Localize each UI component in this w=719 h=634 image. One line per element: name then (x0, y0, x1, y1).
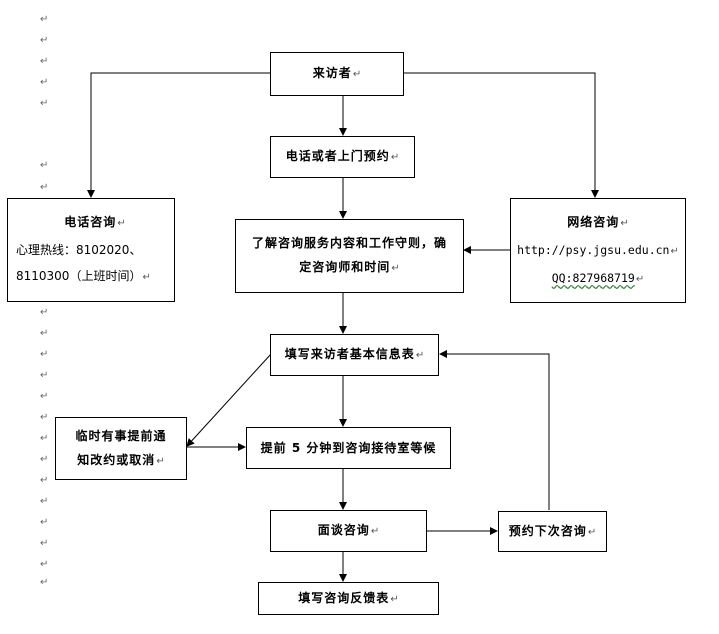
paragraph-mark: ↵ (40, 433, 49, 444)
connector-visitor-web (403, 72, 599, 198)
node-appointment-label: 电话或者上门预约 (285, 149, 390, 163)
node-web-consult: 网络咨询↵ http://psy.jgsu.edu.cn↵ QQ:8279687… (510, 198, 686, 303)
paragraph-mark: ↵ (390, 152, 400, 163)
paragraph-mark: ↵ (390, 593, 399, 605)
paragraph-mark: ↵ (415, 350, 425, 361)
paragraph-mark: ↵ (40, 577, 49, 588)
node-phone-title: 电话咨询 (64, 215, 117, 229)
node-web-qq: QQ:827968719 (551, 270, 635, 285)
node-wait-label: 提前 5 分钟到咨询接待室等候 (260, 441, 437, 455)
paragraph-mark: ↵ (156, 455, 165, 467)
connector-next-fill (439, 350, 550, 510)
paragraph-mark: ↵ (370, 526, 380, 537)
node-phone-consult: 电话咨询↵ 心理热线：8102020、 8110300（上班时间）↵ (7, 198, 175, 302)
paragraph-mark: ↵ (670, 245, 679, 257)
paragraph-mark: ↵ (40, 496, 49, 507)
node-appointment: 电话或者上门预约↵ (270, 136, 415, 178)
paragraph-mark: ↵ (635, 273, 645, 285)
paragraph-mark: ↵ (40, 98, 49, 109)
connector-visitor-phone (87, 72, 271, 198)
node-interview-label: 面谈咨询 (317, 523, 370, 537)
paragraph-mark: ↵ (40, 454, 49, 465)
paragraph-mark: ↵ (117, 218, 126, 229)
paragraph-mark: ↵ (40, 475, 49, 486)
node-wait: 提前 5 分钟到咨询接待室等候 (246, 427, 451, 469)
node-phone-hours: 8110300（上班时间） (16, 269, 142, 283)
node-fill-form: 填写来访者基本信息表↵ (270, 334, 439, 376)
paragraph-mark: ↵ (40, 328, 49, 339)
node-web-title: 网络咨询 (567, 214, 620, 229)
node-cancel: 临时有事提前通 知改约或取消↵ (55, 417, 187, 480)
connector-fill-cancel (186, 353, 272, 447)
paragraph-mark: ↵ (40, 559, 49, 570)
node-feedback-label: 填写咨询反馈表 (298, 590, 390, 605)
node-phone-hotline: 心理热线：8102020、 (16, 243, 142, 257)
node-visitor-label: 来访者 (312, 66, 352, 80)
paragraph-mark: ↵ (620, 217, 629, 229)
node-feedback: 填写咨询反馈表↵ (258, 582, 439, 615)
paragraph-mark: ↵ (352, 69, 362, 80)
paragraph-mark: ↵ (391, 263, 400, 274)
paragraph-mark: ↵ (40, 412, 49, 423)
node-cancel-line2: 知改约或取消 (77, 452, 156, 467)
node-next-label: 预约下次咨询 (508, 523, 587, 538)
paragraph-mark: ↵ (40, 56, 49, 67)
paragraph-mark: ↵ (40, 538, 49, 549)
paragraph-mark: ↵ (40, 182, 49, 193)
paragraph-mark: ↵ (40, 160, 49, 171)
paragraph-mark: ↵ (40, 307, 49, 318)
paragraph-mark: ↵ (40, 77, 49, 88)
node-next-appointment: 预约下次咨询↵ (498, 511, 607, 552)
paragraph-mark: ↵ (40, 370, 49, 381)
node-interview: 面谈咨询↵ (270, 510, 427, 552)
paragraph-mark: ↵ (40, 349, 49, 360)
node-understand-line1: 了解咨询服务内容和工作守则，确 (251, 236, 447, 250)
paragraph-mark: ↵ (40, 391, 49, 402)
node-cancel-line1: 临时有事提前通 (75, 428, 167, 443)
node-fill-form-label: 填写来访者基本信息表 (284, 347, 415, 361)
paragraph-mark: ↵ (40, 35, 49, 46)
node-understand: 了解咨询服务内容和工作守则，确 定咨询师和时间↵ (235, 219, 464, 293)
node-web-url: http://psy.jgsu.edu.cn (517, 242, 670, 257)
paragraph-mark: ↵ (587, 526, 597, 538)
paragraph-mark: ↵ (40, 517, 49, 528)
paragraph-mark: ↵ (142, 272, 151, 283)
node-understand-line2: 定咨询师和时间 (299, 260, 391, 274)
paragraph-mark: ↵ (40, 14, 49, 25)
node-visitor: 来访者↵ (270, 52, 404, 96)
